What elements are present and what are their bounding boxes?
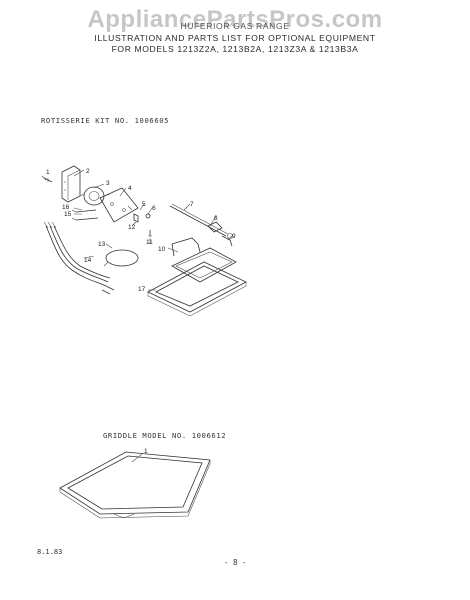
page-number: - 8 - <box>224 558 247 567</box>
callout-13: 13 <box>98 241 106 248</box>
spit-rod-part <box>169 203 229 237</box>
spit-fork-part <box>207 221 233 247</box>
cord-coil-part <box>103 249 139 267</box>
callout-7: 7 <box>190 201 194 208</box>
screw-part <box>41 175 53 183</box>
callout-1: 1 <box>46 169 50 176</box>
callout-9: 9 <box>232 233 236 240</box>
griddle-part <box>59 451 211 519</box>
watermark: AppliancePartsPros.com <box>87 6 383 33</box>
callout-15: 15 <box>64 211 72 218</box>
callout-6: 6 <box>152 205 156 212</box>
wire-rack-part <box>171 237 201 257</box>
wiring-harness-part <box>43 221 115 295</box>
griddle-callout-1: 1 <box>144 448 148 455</box>
motor-bracket-part <box>61 165 81 203</box>
small-hardware-parts <box>133 213 152 237</box>
callout-5: 5 <box>142 201 146 208</box>
griddle-model-label: GRIDDLE MODEL NO. 1006612 <box>103 431 227 440</box>
header-line-2: ILLUSTRATION AND PARTS LIST FOR OPTIONAL… <box>94 33 376 43</box>
callout-12: 12 <box>128 224 136 231</box>
motor-part <box>79 186 111 206</box>
header-line-1: HUFERIOR GAS RANGE <box>180 21 290 31</box>
callout-10: 10 <box>158 246 166 253</box>
callout-2: 2 <box>86 168 90 175</box>
callout-4: 4 <box>128 185 132 192</box>
callout-3: 3 <box>106 180 110 187</box>
wire-connectors-part <box>71 209 99 221</box>
callout-14: 14 <box>84 257 92 264</box>
document-date: 8.1.83 <box>37 548 63 556</box>
mounting-plate-part <box>99 187 139 223</box>
callout-8: 8 <box>214 215 218 222</box>
drip-pan-part <box>147 247 247 317</box>
callout-11: 11 <box>146 239 153 246</box>
header-line-3: FOR MODELS 1213Z2A, 1213B2A, 1213Z3A & 1… <box>111 44 359 54</box>
rotisserie-kit-label: ROTISSERIE KIT NO. 1006605 <box>41 116 170 125</box>
callout-17: 17 <box>138 286 146 293</box>
callout-16: 16 <box>62 204 70 211</box>
